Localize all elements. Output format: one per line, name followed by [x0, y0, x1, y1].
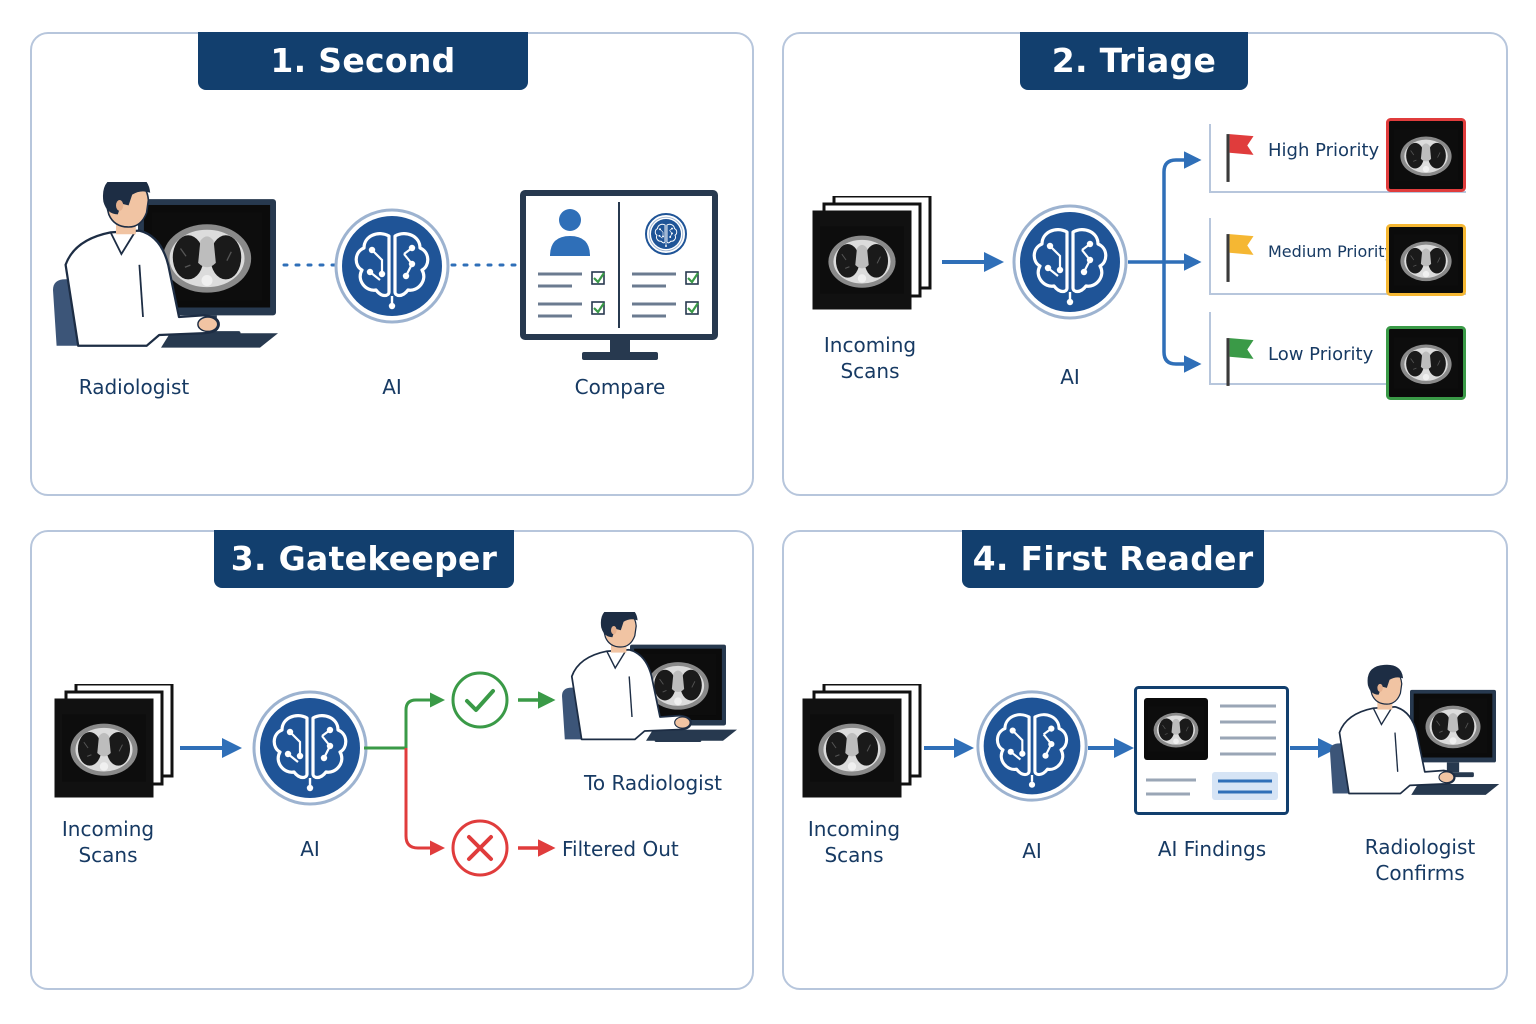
label-incoming-scans: Incoming Scans	[40, 816, 176, 868]
label-medium-priority: Medium Priority	[1268, 242, 1395, 261]
arrow	[518, 839, 556, 857]
panel-second-reader: 1. Second Reader	[30, 32, 754, 496]
panel-title: 2. Triage	[1020, 32, 1248, 90]
label-line: Radiologist	[1364, 835, 1476, 859]
flag-icon	[1224, 232, 1256, 284]
label-radiologist: Radiologist	[78, 375, 190, 399]
brain-circuit-icon	[1010, 202, 1130, 322]
panel-triage: 2. Triage High Priority Medium Priority …	[782, 32, 1508, 496]
brain-circuit-icon	[250, 688, 370, 808]
label-line: Incoming	[823, 333, 917, 357]
priority-card-frame	[1209, 124, 1466, 385]
label-line: Scans	[78, 843, 138, 867]
panel-title: 4. First Reader	[962, 530, 1264, 588]
radiologist-icon	[562, 612, 744, 752]
arrow	[1290, 738, 1338, 758]
label-low-priority: Low Priority	[1268, 344, 1374, 365]
connector-dotted	[450, 263, 520, 267]
document-icon	[1134, 686, 1289, 815]
label-radiologist-confirms: Radiologist Confirms	[1350, 834, 1490, 886]
arrow	[1088, 738, 1134, 758]
label-high-priority: High Priority	[1268, 140, 1380, 161]
panel-gatekeeper: 3. Gatekeeper To Radiologist Filtered Ou…	[30, 530, 754, 990]
label-incoming-scans: Incoming Scans	[786, 816, 922, 868]
ct-scan-icon	[802, 684, 922, 799]
panel-title: 1. Second Reader	[198, 32, 528, 138]
ct-scan-thumb-low	[1386, 326, 1466, 400]
label-line: Scans	[840, 359, 900, 383]
arrow	[180, 738, 242, 758]
branch-arrows	[364, 692, 445, 856]
label-line: Incoming	[61, 817, 155, 841]
brain-circuit-icon	[332, 206, 452, 326]
label-ai-findings: AI Findings	[1157, 837, 1267, 861]
label-line: Confirms	[1375, 861, 1465, 885]
flag-icon	[1224, 132, 1256, 184]
panel-title: 3. Gatekeeper	[214, 530, 514, 588]
brain-circuit-icon	[974, 688, 1090, 804]
flag-icon	[1224, 336, 1256, 388]
radiologist-icon	[1330, 660, 1506, 816]
checkbox-icon	[538, 271, 605, 318]
label-line: Scans	[824, 843, 884, 867]
connector-dotted	[282, 263, 342, 267]
label-incoming-scans: Incoming Scans	[802, 332, 938, 384]
ct-scan-thumb-medium	[1386, 224, 1466, 296]
label-to-radiologist: To Radiologist	[584, 771, 722, 795]
arrow	[942, 252, 1004, 272]
label-ai: AI	[1060, 365, 1080, 389]
label-compare: Compare	[574, 375, 666, 399]
cross-circle-icon	[451, 819, 509, 877]
label-filtered-out: Filtered Out	[562, 837, 679, 861]
label-ai: AI	[300, 837, 320, 861]
compare-monitor-icon	[520, 190, 718, 360]
arrow	[518, 691, 556, 709]
check-circle-icon	[451, 671, 509, 729]
ct-scan-icon	[54, 684, 174, 799]
ct-scan-thumb-high	[1386, 118, 1466, 192]
label-ai: AI	[382, 375, 402, 399]
label-ai: AI	[1022, 839, 1042, 863]
panel-first-reader: 4. First Reader Incoming Scans AI AI Fin…	[782, 530, 1508, 990]
label-line: Incoming	[807, 817, 901, 841]
radiologist-icon	[40, 182, 300, 362]
branch-arrows	[1128, 151, 1202, 373]
ct-scan-icon	[812, 196, 932, 311]
arrow	[924, 738, 974, 758]
